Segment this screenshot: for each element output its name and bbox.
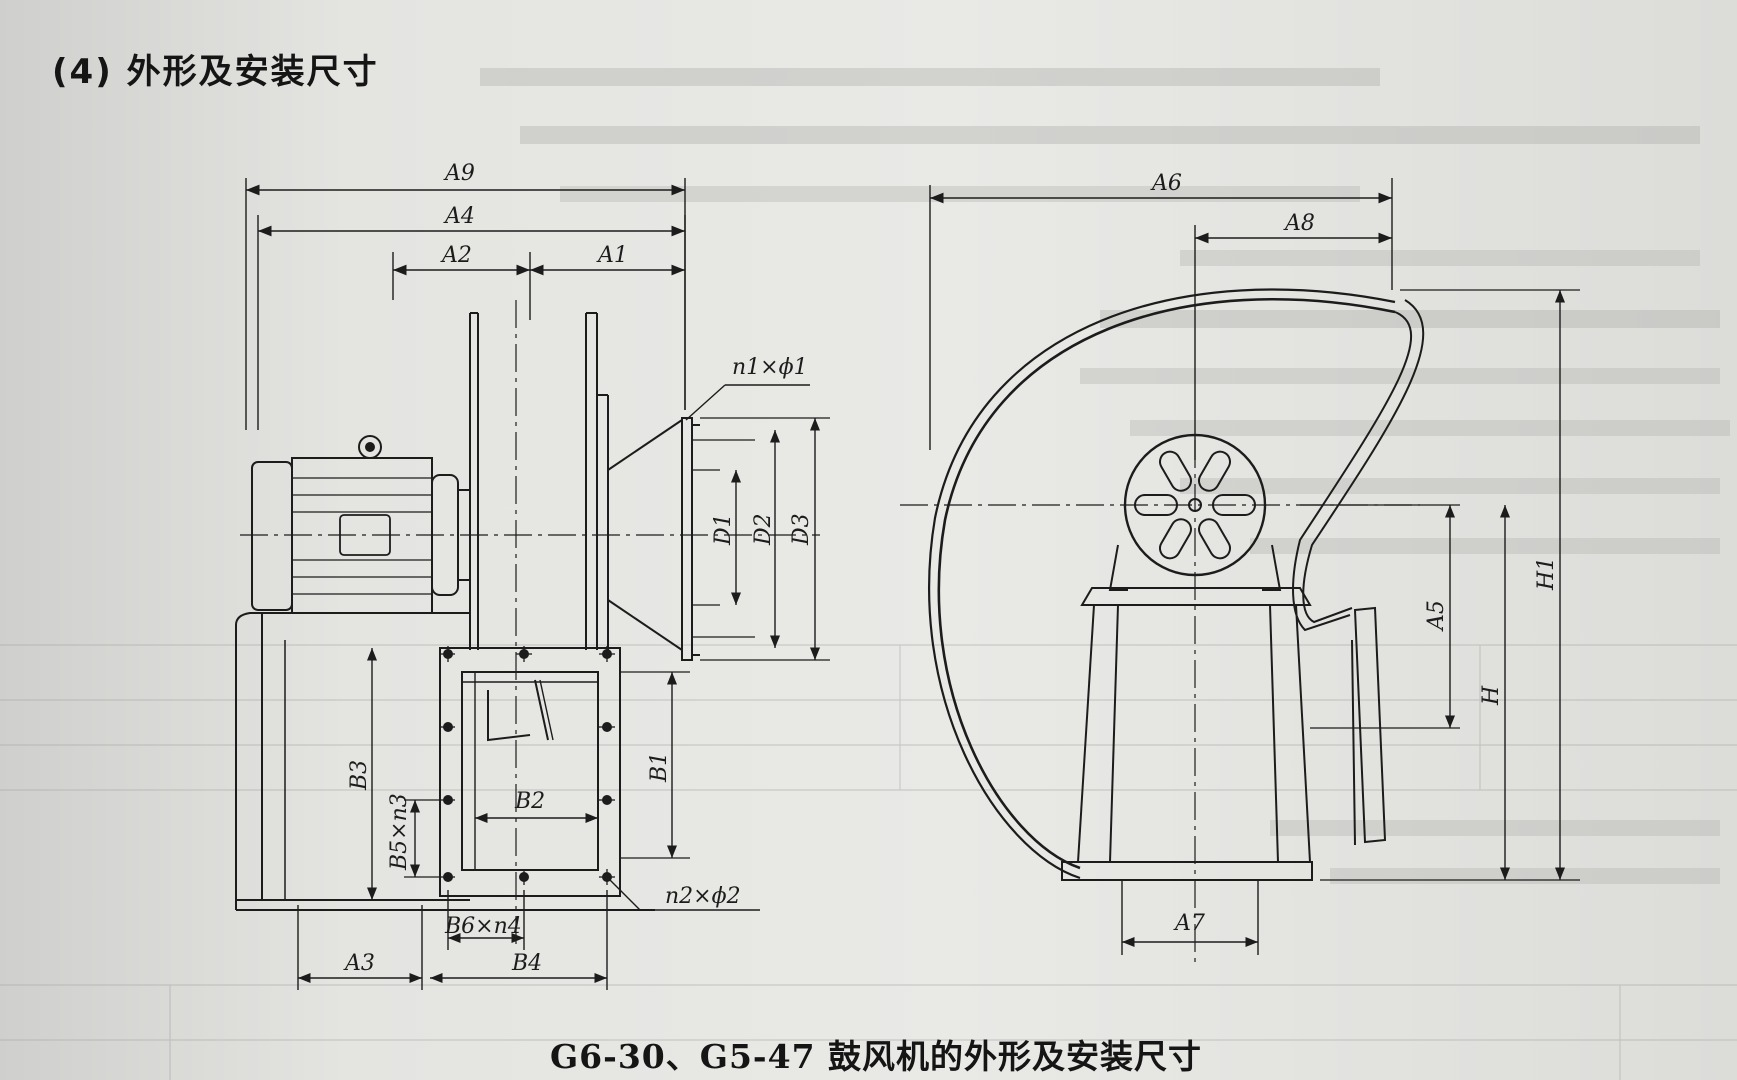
dim-label-a2: A2 <box>440 243 472 268</box>
dim-label-a1: A1 <box>596 243 628 268</box>
dim-label-n1-phi1: n1×ϕ1 <box>732 355 808 380</box>
dim-label-b5-n3: B5×n3 <box>387 793 412 871</box>
dim-label-a8: A8 <box>1283 211 1315 236</box>
section-title: (4) 外形及安装尺寸 <box>52 52 379 92</box>
dim-label-a6: A6 <box>1150 171 1182 196</box>
dim-label-a3: A3 <box>343 951 375 976</box>
dim-label-a5: A5 <box>1424 600 1449 632</box>
dim-label-a4: A4 <box>443 204 475 229</box>
dim-label-b2: B2 <box>514 789 545 814</box>
dim-label-d1: D1 <box>711 513 736 546</box>
figure-caption: G6-30、G5-47 鼓风机的外形及安装尺寸 <box>550 1037 1203 1076</box>
dim-label-b6-n4: B6×n4 <box>444 914 522 939</box>
dim-label-h1: H1 <box>1534 557 1559 591</box>
dim-label-b1: B1 <box>647 752 672 783</box>
dim-label-n2-phi2: n2×ϕ2 <box>665 884 741 909</box>
dim-label-h: H <box>1479 685 1504 706</box>
dim-label-a7: A7 <box>1173 911 1205 936</box>
dim-label-b3: B3 <box>347 760 372 791</box>
dim-label-b4: B4 <box>511 951 542 976</box>
dim-label-a9: A9 <box>443 161 475 186</box>
dim-label-d3: D3 <box>789 513 814 546</box>
dim-label-d2: D2 <box>751 513 776 546</box>
